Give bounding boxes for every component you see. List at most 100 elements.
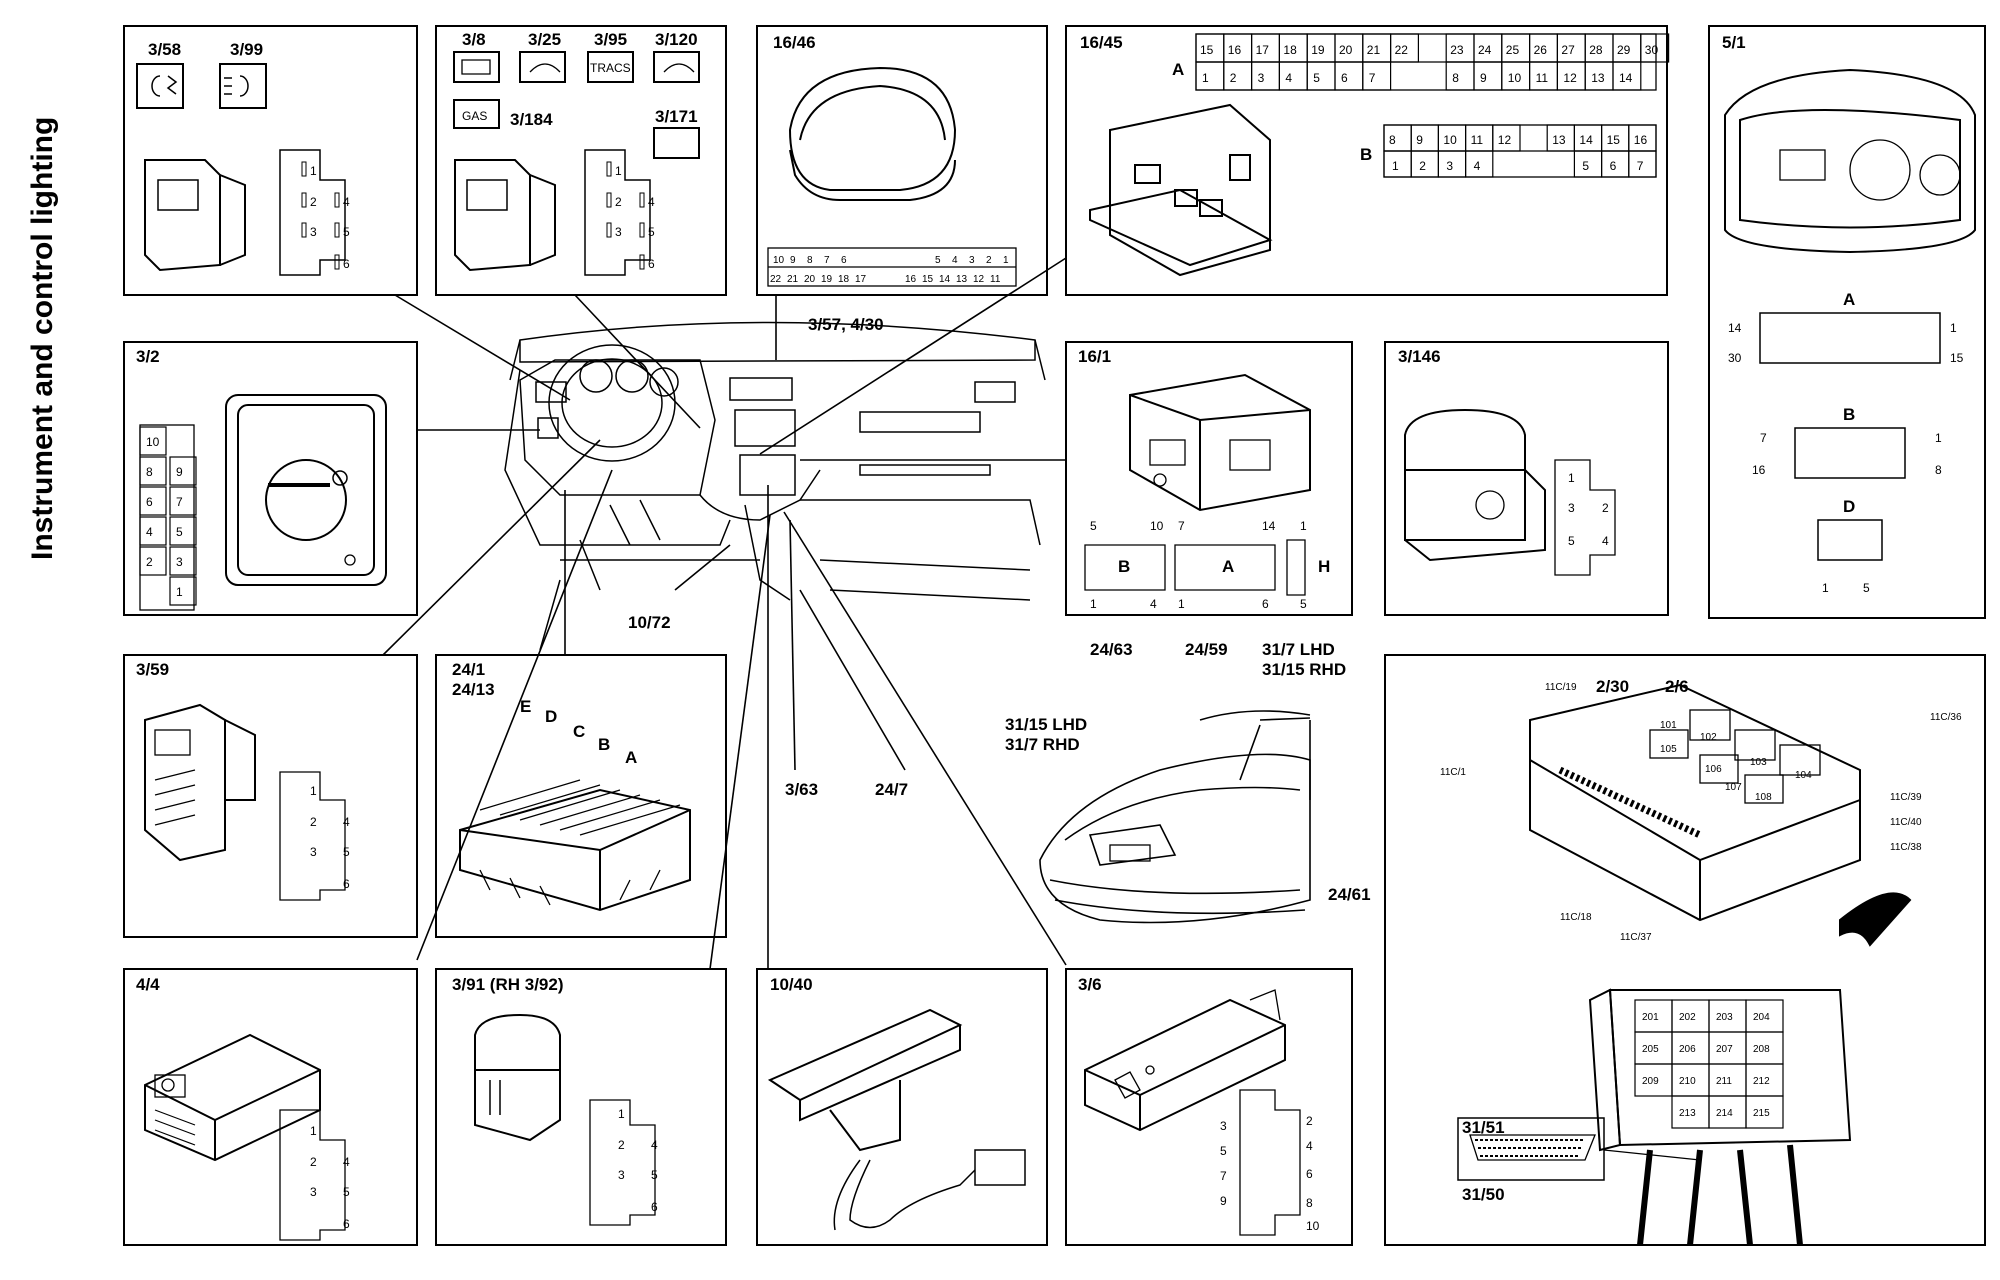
connector-3-6-pin-2: 2: [1306, 1114, 1313, 1128]
car-label-24-61: 24/61: [1328, 885, 1371, 904]
label-5-1-d: D: [1843, 497, 1855, 516]
pin-5-1-a-30: 30: [1728, 351, 1742, 365]
panel-frame-4-4: [123, 968, 418, 1246]
connector-16-46-pin-12: 12: [973, 274, 985, 285]
panel-frame-3-59: [123, 654, 418, 938]
sw-3-59-pin-4: 4: [343, 815, 350, 829]
relay-208: 208: [1753, 1044, 1770, 1055]
panel-10-40: [767, 1008, 1026, 1231]
sw-3-58-pin-4: 4: [343, 195, 350, 209]
connector-16-45-a-cell: [1306, 61, 1336, 91]
label-3-99: 3/99: [230, 40, 263, 59]
relay-209: 209: [1642, 1076, 1659, 1087]
connector-16-46-pin-5: 5: [935, 255, 941, 266]
sw-4-4-pin-5: 5: [343, 1185, 350, 1199]
connector-16-46-pin-11: 11: [990, 274, 1001, 285]
connector-3-2-cell: [139, 486, 167, 516]
label-5-1-b: B: [1843, 405, 1855, 424]
gas-label: GAS: [462, 109, 487, 123]
sw-3-8-pin-5: 5: [648, 225, 655, 239]
connector-16-45-b-pin-9: 9: [1416, 133, 1423, 147]
connector-16-46-pin-8: 8: [807, 255, 813, 266]
callout-24-7: 24/7: [875, 780, 908, 799]
connector-3-2-cell: [169, 576, 197, 606]
panel-frame-3-146: [1384, 341, 1669, 616]
connector-3-2-pin-1: 1: [176, 585, 183, 599]
fuse-label-11c-18: 11C/18: [1560, 912, 1592, 923]
connector-31-50: 31/50: [1462, 1185, 1505, 1204]
connector-16-45-a-pin-26: 26: [1534, 43, 1548, 57]
connector-16-45-a-pin-21: 21: [1367, 43, 1381, 57]
relay-letter-c: C: [573, 722, 585, 741]
label-3-91: 3/91 (RH 3/92): [452, 975, 564, 994]
connector-16-46-pin-9: 9: [790, 255, 796, 266]
connector-16-45-b-pin-6: 6: [1610, 159, 1617, 173]
label-5-1-a: A: [1843, 290, 1855, 309]
connector-16-1-pin-5: 5: [1300, 597, 1307, 611]
sw-3-8-pin-3: 3: [615, 225, 622, 239]
panel-frame-3-2: [123, 341, 418, 616]
fuse-label-11c-1: 11C/1: [1440, 767, 1466, 778]
connector-16-45-a-cell: [1334, 61, 1364, 91]
panel-3-2: [139, 394, 387, 611]
panel-frame-5-1: [1708, 25, 1986, 619]
label-3-2: 3/2: [136, 347, 160, 366]
connector-3-2-cell: [139, 516, 167, 546]
sw-3-59-pin-1: 1: [310, 784, 317, 798]
connector-16-45-a-pin-4: 4: [1285, 71, 1292, 85]
connector-16-1-pin-1: 1: [1090, 597, 1097, 611]
panel-frame-10-40: [756, 968, 1048, 1246]
connector-3-6-pin-4: 4: [1306, 1139, 1313, 1153]
connector-16-46-pin-22: 22: [770, 274, 782, 285]
fuse-label-11c-37: 11C/37: [1620, 932, 1652, 943]
connector-16-45-a-cell: [1278, 61, 1308, 91]
car-label-31-7-lhd: 31/7 LHD: [1262, 640, 1335, 659]
label-3-6: 3/6: [1078, 975, 1102, 994]
connector-16-46-pin-13: 13: [956, 274, 968, 285]
relay-letter-d: D: [545, 707, 557, 726]
panel-3-58: [136, 63, 346, 276]
car-label-24-59: 24/59: [1185, 640, 1228, 659]
label-3-146: 3/146: [1398, 347, 1441, 366]
label-3-171: 3/171: [655, 107, 698, 126]
connector-16-45-a-pin-25: 25: [1506, 43, 1520, 57]
connector-3-2-cell: [139, 426, 167, 456]
connector-16-1-pin-6: 6: [1262, 597, 1269, 611]
leader-lines: [382, 257, 1067, 970]
sw-3-8-pin-6: 6: [648, 257, 655, 271]
connector-16-1-pin-4: 4: [1150, 597, 1157, 611]
label-connector-b: B: [1360, 145, 1372, 164]
relay-204: 204: [1753, 1012, 1770, 1023]
connector-3-146-pin-4: 4: [1602, 534, 1609, 548]
sw-4-4-pin-4: 4: [343, 1155, 350, 1169]
panel-16-1: [1084, 373, 1311, 596]
label-10-40: 10/40: [770, 975, 813, 994]
connector-16-45-a-pin-17: 17: [1256, 43, 1270, 57]
fuse-label-11c-19: 11C/19: [1545, 682, 1577, 693]
connector-16-46-pin-16: 16: [905, 274, 917, 285]
relay-207: 207: [1716, 1044, 1733, 1055]
callout-3-63: 3/63: [785, 780, 818, 799]
connector-16-1-pin-1: 1: [1300, 519, 1307, 533]
relay-letter-e: E: [520, 697, 531, 716]
sw-3-58-pin-3: 3: [310, 225, 317, 239]
pin-5-1-a-14: 14: [1728, 321, 1742, 335]
fuse-box-illustration: [1457, 683, 1912, 1246]
connector-16-1-h: H: [1318, 557, 1330, 576]
connector-3-2-pin-2: 2: [146, 555, 153, 569]
fuse-label-11c-38: 11C/38: [1890, 842, 1922, 853]
connector-16-45-b-pin-5: 5: [1582, 159, 1589, 173]
label-16-46: 16/46: [773, 33, 816, 52]
relay-letter-b: B: [598, 735, 610, 754]
connector-3-2-cell: [169, 486, 197, 516]
page-title: Instrument and control lighting: [26, 117, 59, 560]
label-3-95: 3/95: [594, 30, 627, 49]
dashboard-illustration: [504, 321, 1046, 651]
connector-3-2-cell: [139, 456, 167, 486]
pin-5-1-b-1: 1: [1935, 431, 1942, 445]
sw-3-91-pin-6: 6: [651, 1200, 658, 1214]
connector-16-45-b-pin-16: 16: [1634, 133, 1648, 147]
connector-16-45-a-pin-7: 7: [1369, 71, 1376, 85]
panel-16-46: [767, 66, 1017, 287]
sw-4-4-pin-2: 2: [310, 1155, 317, 1169]
